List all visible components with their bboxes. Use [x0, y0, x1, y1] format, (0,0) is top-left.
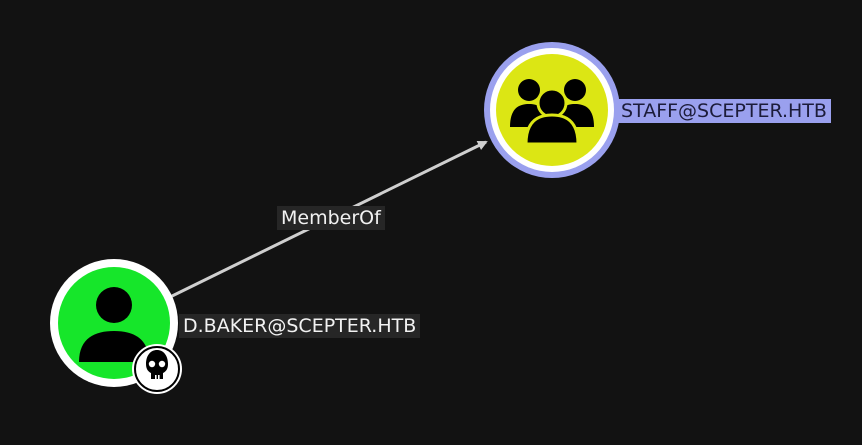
node-label-group[interactable]: STAFF@SCEPTER.HTB: [617, 99, 831, 123]
user-icon: [79, 287, 149, 362]
users-group-icon: [510, 79, 594, 146]
skull-icon: [132, 344, 182, 394]
edge-label-memberof[interactable]: MemberOf: [277, 206, 385, 230]
node-user[interactable]: [50, 259, 182, 394]
node-group[interactable]: [484, 42, 620, 178]
node-label-user[interactable]: D.BAKER@SCEPTER.HTB: [179, 314, 421, 338]
